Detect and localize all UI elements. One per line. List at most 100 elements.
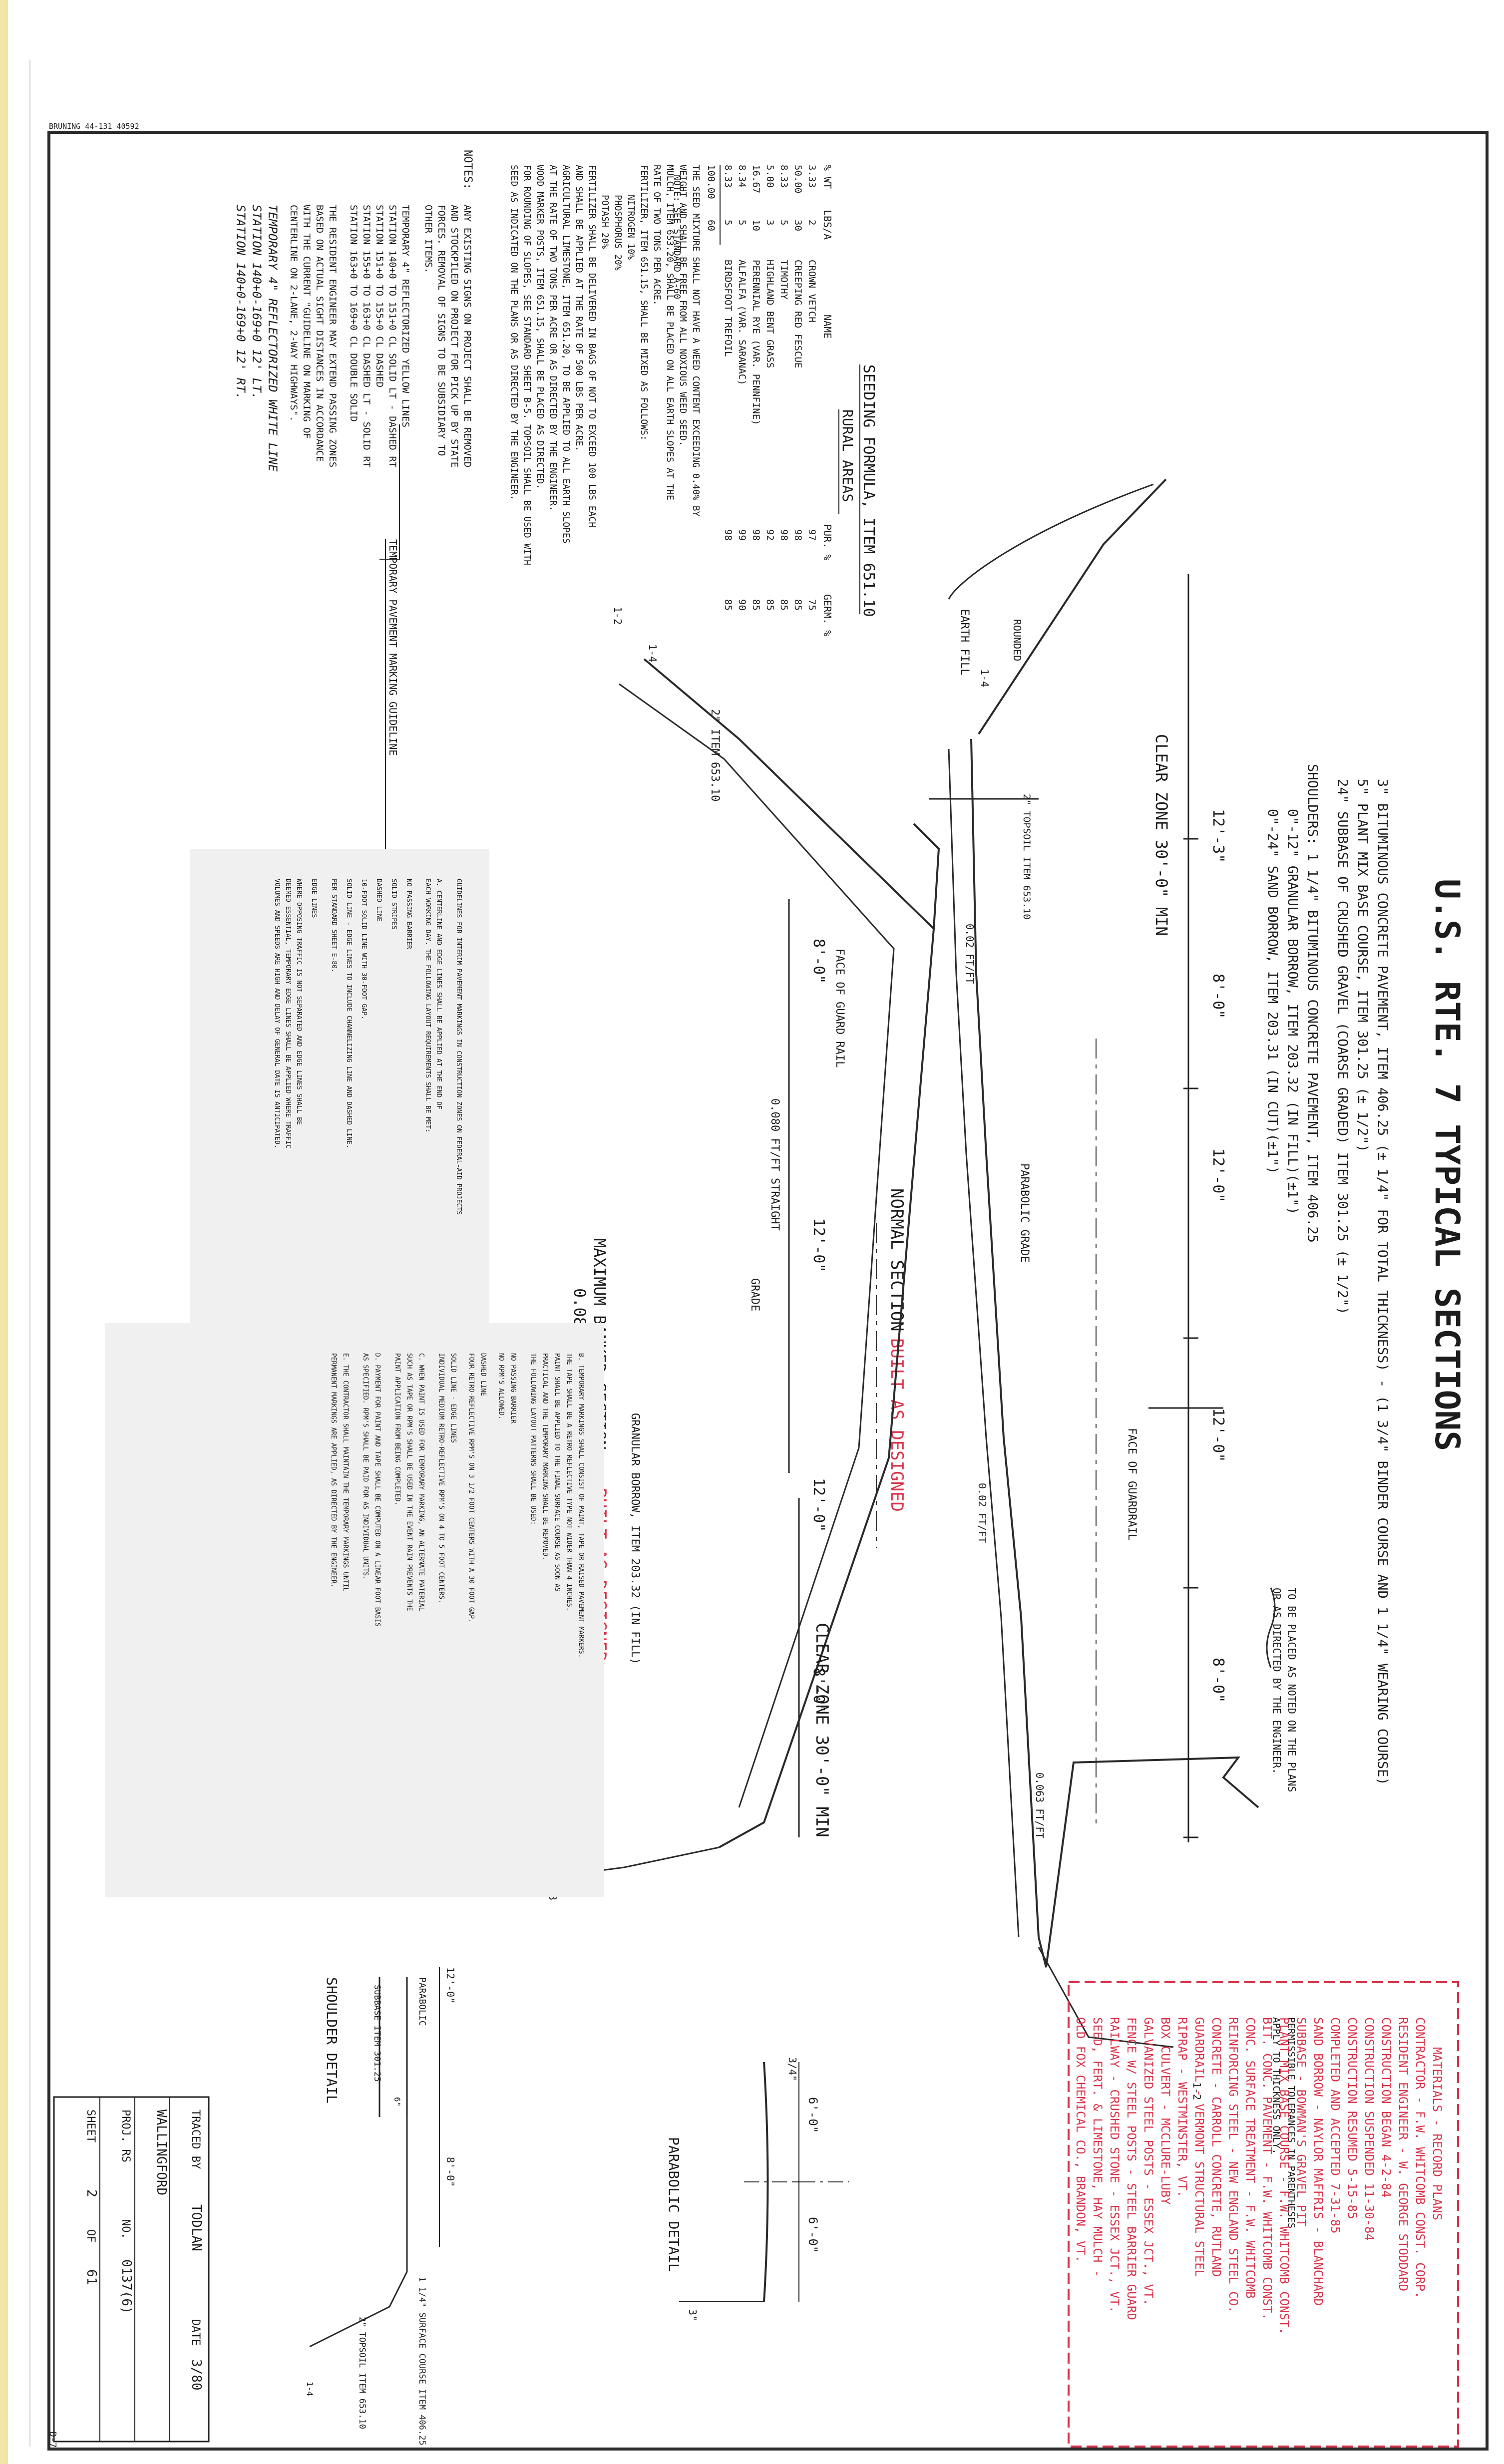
materials-line: CONSTRUCTION BEGAN 4-2-84 bbox=[1379, 2017, 1393, 2197]
panel-b-line: DASHED LINE bbox=[479, 1353, 487, 1396]
shoulder-label-surface: 1 1/4" SURFACE COURSE ITEM 406.25 bbox=[417, 2277, 427, 2446]
seeding-row: 8.33 5 BIRDSFOOT TREFOIL 98 85 bbox=[723, 165, 734, 611]
normal-label-guardrail: FACE OF GUARDRAIL bbox=[1126, 1428, 1138, 1540]
parabolic-detail: 6'-0" 6'-0" 3/4" 3" PARABOLIC DETAIL bbox=[666, 2057, 849, 2321]
shoulder-label-topsoil: 2" TOPSOIL ITEM 653.10 bbox=[357, 2317, 367, 2429]
traced-by-label: TRACED BY bbox=[189, 2110, 202, 2169]
sheet-label: SHEET bbox=[84, 2110, 97, 2142]
notes-bracket bbox=[379, 424, 400, 560]
normal-label-slope-3: 0.063 FT/FT bbox=[1034, 1772, 1046, 1838]
placement-note-2: OR AS DIRECTED BY THE ENGINEER. bbox=[1271, 1588, 1283, 1774]
seeding-subtitle: RURAL AREAS bbox=[839, 409, 856, 502]
note-line: WITH THE CURRENT "GUIDELINE ON MARKING O… bbox=[301, 205, 312, 439]
panel-b-line: B. TEMPORARY MARKINGS SHALL CONSIST OF P… bbox=[577, 1353, 585, 1658]
seeding-body-line: NITROGEN 10% bbox=[626, 195, 636, 260]
shoulder-label-6in: 6" bbox=[392, 2097, 402, 2107]
cell: 8.34 bbox=[737, 165, 748, 188]
border-frame bbox=[47, 131, 1489, 2451]
panel-b-line: THE TAPE SHALL BE A RETRO-REFLECTIVE TYP… bbox=[565, 1353, 573, 1611]
materials-line: COMPLETED AND ACCEPTED 7-31-85 bbox=[1328, 2017, 1342, 2233]
materials-line: CONSTRUCTION SUSPENDED 11-30-84 bbox=[1362, 2017, 1376, 2241]
normal-lane-dim-3: 12'-0" bbox=[1209, 1148, 1227, 1202]
normal-lane-dim-1: 12'-3" bbox=[1209, 809, 1227, 863]
normal-ditch bbox=[1038, 1756, 1259, 1968]
normal-lane-dim-4: 12'-0" bbox=[1209, 1408, 1227, 1462]
seeding-header-wt: % WT bbox=[821, 165, 833, 189]
normal-label-rounded: ROUNDED bbox=[1011, 619, 1023, 661]
materials-line: SEED, FERT. & LIMESTONE, HAY MULCH - bbox=[1091, 2017, 1105, 2277]
spec-line-6: 0"-24" SAND BORROW, ITEM 203.31 (IN CUT)… bbox=[1265, 809, 1280, 1174]
materials-line: CONCRETE - CARROLL CONCRETE, RUTLAND bbox=[1209, 2017, 1223, 2277]
normal-backslope bbox=[1038, 1947, 1174, 2048]
banked-lane-dim-1: 8'-0" bbox=[810, 939, 827, 984]
materials-title: MATERIALS - RECORD PLANS bbox=[1430, 2047, 1444, 2220]
seeding-row: 50.00 30 CREEPING RED FESCUE 98 85 bbox=[792, 165, 803, 611]
cell: 5.00 bbox=[764, 165, 775, 188]
seeding-header-germ: GERM. % bbox=[821, 594, 833, 636]
panel-b-line: C. WHEN PAINT IS USED FOR TEMPORARY MARK… bbox=[417, 1353, 425, 1611]
parabolic-dim-2: 6'-0" bbox=[806, 2217, 820, 2253]
seeding-row: 8.33 5 TIMOTHY 98 85 bbox=[778, 165, 789, 611]
materials-line: GUARDRAIL - VERMONT STRUCTURAL STEEL bbox=[1192, 2017, 1206, 2277]
cell: 2 bbox=[806, 220, 817, 225]
normal-label-earth-fill: EARTH FILL bbox=[958, 609, 971, 675]
parabolic-dim-3: 3/4" bbox=[786, 2057, 798, 2081]
materials-line: BIT. CONC. PAVEMENT - F.W. WHITCOMB CONS… bbox=[1260, 2017, 1274, 2320]
note-line-emphasis: TEMPORARY 4" REFLECTORIZED WHITE LINE bbox=[266, 205, 280, 472]
cell: 85 bbox=[778, 599, 789, 611]
seeding-body-line: THE SEED MIXTURE SHALL NOT HAVE A WEED C… bbox=[691, 165, 701, 517]
note-line: CENTERLINE ON 2-LANE, 2-WAY HIGHWAYS". bbox=[288, 205, 299, 422]
seeding-body-line: RATE OF TWO TONS PER ACRE. bbox=[652, 165, 662, 306]
cell: 99 bbox=[737, 529, 748, 541]
panel-a-line: DEEMED ESSENTIAL, TEMPORARY EDGE LINES S… bbox=[284, 879, 292, 1148]
cell: 8.33 bbox=[723, 165, 734, 188]
cell: 75 bbox=[806, 599, 817, 611]
seeding-header-name: NAME bbox=[821, 315, 833, 339]
normal-label-slope-ratio-right: 1-2 bbox=[1191, 2082, 1203, 2100]
normal-lane-dim-5: 8'-0" bbox=[1209, 1658, 1227, 1703]
seeding-rows: 3.33 2 CROWN VETCH 97 75 50.00 30 CREEPI… bbox=[706, 165, 817, 611]
normal-label-slope-1: 0.02 FT/FT bbox=[964, 924, 976, 984]
sheet-number: 2 bbox=[84, 2189, 99, 2197]
normal-fill-slope bbox=[978, 478, 1167, 735]
banked-shoulder-edge bbox=[913, 823, 940, 929]
title-block-rotated: U.S. RTE. 7 TYPICAL SECTIONS bbox=[1427, 879, 1467, 1451]
materials-line: PLANT MIX BASE COURSE - F.W. WHITCOMB CO… bbox=[1277, 2017, 1291, 2335]
panel-a-line: 10-FOOT SOLID LINE WITH 30-FOOT GAP. bbox=[360, 879, 368, 1020]
seeding-body-line: AGRICULTURAL LIMESTONE, ITEM 651.20, TO … bbox=[561, 165, 571, 544]
shoulder-label-8ft: 8'-0" bbox=[444, 2157, 456, 2187]
cell: TIMOTHY bbox=[778, 260, 789, 300]
traced-by-value: TODLAN bbox=[189, 2204, 204, 2251]
project-number: 0137(6) bbox=[119, 2259, 134, 2314]
seeding-body-line: WOOD MARKER POSTS, ITEM 651.15, SHALL BE… bbox=[535, 165, 545, 489]
panel-b-line: SUCH AS TAPE OR RPM'S SHALL BE USED IN T… bbox=[405, 1353, 413, 1611]
sheet-of-label: OF bbox=[84, 2229, 97, 2243]
note-line: STATION 155+0 TO 163+0 CL DASHED LT - SO… bbox=[361, 205, 372, 467]
banked-lane-dim-3: 12'-0" bbox=[810, 1478, 827, 1532]
sheet-title: U.S. RTE. 7 TYPICAL SECTIONS bbox=[1427, 879, 1467, 1451]
cell: 85 bbox=[751, 599, 761, 611]
banked-label-grade: GRADE bbox=[749, 1278, 761, 1311]
cell: 98 bbox=[751, 529, 761, 541]
seeding-row: 16.67 10 PERENNIAL RYE (VAR. PENNFINE) 9… bbox=[751, 165, 761, 611]
cell: 85 bbox=[764, 599, 775, 611]
cell: 92 bbox=[764, 529, 775, 541]
banked-label-guardrail: FACE OF GUARD RAIL bbox=[833, 949, 846, 1067]
panel-b-line: FOUR RETRO-REFLECTIVE RPM'S ON 3 1/2 FOO… bbox=[467, 1353, 475, 1623]
seeding-row: 8.34 5 ALFALFA (VAR. SARANAC) 99 90 bbox=[737, 165, 748, 611]
date-label: DATE bbox=[189, 2319, 202, 2346]
seeding-body-line: AND SHALL BE APPLIED AT THE RATE OF 500 … bbox=[574, 165, 584, 451]
banked-lane-dim-2: 12'-0" bbox=[810, 1218, 827, 1272]
seeding-header-pur: PUR. % bbox=[821, 524, 833, 560]
panel-b-line: E. THE CONTRACTOR SHALL MAINTAIN THE TEM… bbox=[342, 1353, 349, 1592]
panel-a-line: DASHED LINE bbox=[375, 879, 382, 922]
seeding-header-lbs: LBS/A bbox=[821, 210, 833, 240]
sheet-total: 61 bbox=[84, 2269, 99, 2285]
page-code: D-7 bbox=[47, 2432, 58, 2448]
seeding-body-line: FERTILIZER, ITEM 651.15, SHALL BE MIXED … bbox=[639, 165, 649, 441]
note-line: STATION 151+0 TO 155+0 CL DASHED bbox=[374, 205, 385, 387]
cell: 5 bbox=[778, 220, 789, 225]
cell: 30 bbox=[792, 220, 803, 231]
panel-a-line: SOLID LINE - EDGE LINES TO INCLUDE CHANN… bbox=[345, 879, 353, 1148]
